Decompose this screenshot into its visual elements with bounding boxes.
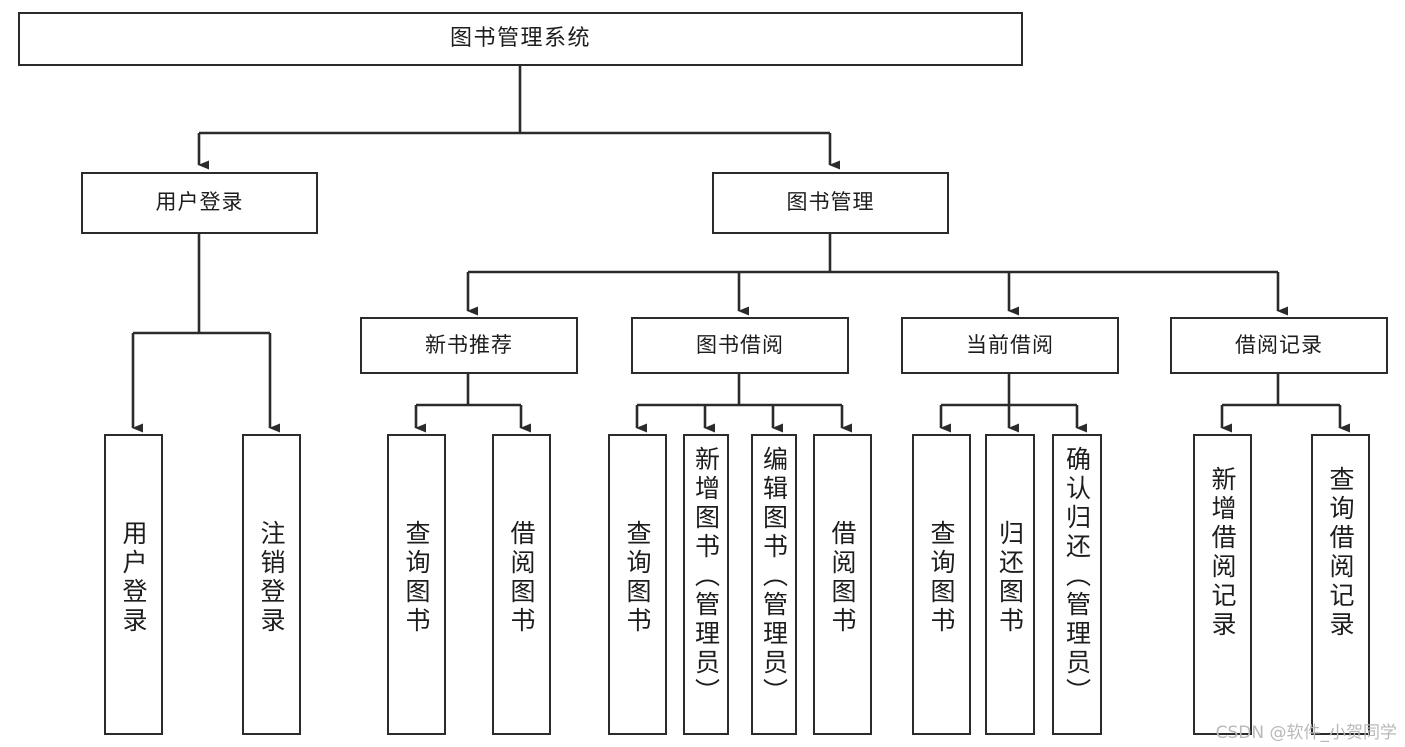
node-book-management[interactable]: 图书管理 xyxy=(712,172,949,234)
leaf-borrow-book[interactable]: 借阅图书 xyxy=(813,434,872,735)
node-label: 确认归还（管理员） xyxy=(1062,446,1092,707)
node-label: 查询图书 xyxy=(927,520,956,636)
node-label: 借阅记录 xyxy=(1235,332,1323,357)
leaf-add-borrow-record[interactable]: 新增借阅记录 xyxy=(1193,434,1252,735)
node-user-login[interactable]: 用户登录 xyxy=(81,172,318,234)
leaf-confirm-return-admin[interactable]: 确认归还（管理员） xyxy=(1052,434,1102,735)
node-label: 注销登录 xyxy=(257,520,286,636)
leaf-return-book[interactable]: 归还图书 xyxy=(985,434,1035,735)
leaf-query-book-recommend[interactable]: 查询图书 xyxy=(387,434,446,735)
node-label: 查询图书 xyxy=(623,520,652,636)
node-label: 编辑图书（管理员） xyxy=(759,446,789,707)
leaf-query-borrow-record[interactable]: 查询借阅记录 xyxy=(1311,434,1370,735)
node-label: 图书借阅 xyxy=(696,332,784,357)
node-borrow-record[interactable]: 借阅记录 xyxy=(1170,317,1388,374)
node-label: 查询图书 xyxy=(402,520,431,636)
node-label: 新增图书（管理员） xyxy=(691,446,721,707)
node-label: 新增借阅记录 xyxy=(1208,466,1237,640)
node-label: 图书管理系统 xyxy=(449,25,591,51)
node-label: 借阅图书 xyxy=(828,520,857,636)
leaf-edit-book-admin[interactable]: 编辑图书（管理员） xyxy=(751,434,797,735)
csdn-watermark: CSDN @软件_小贺同学 xyxy=(1215,723,1397,743)
node-new-book-recommend[interactable]: 新书推荐 xyxy=(360,317,578,374)
node-label: 当前借阅 xyxy=(966,332,1054,357)
node-label: 新书推荐 xyxy=(425,332,513,357)
node-current-borrow[interactable]: 当前借阅 xyxy=(901,317,1119,374)
node-label: 归还图书 xyxy=(995,520,1025,636)
node-root-book-management-system[interactable]: 图书管理系统 xyxy=(18,12,1023,66)
leaf-add-book-admin[interactable]: 新增图书（管理员） xyxy=(683,434,729,735)
leaf-user-login[interactable]: 用户登录 xyxy=(104,434,163,735)
node-label: 用户登录 xyxy=(119,520,148,636)
node-book-borrow[interactable]: 图书借阅 xyxy=(631,317,849,374)
node-label: 用户登录 xyxy=(155,190,244,215)
leaf-borrow-book-recommend[interactable]: 借阅图书 xyxy=(492,434,551,735)
leaf-query-book-borrow[interactable]: 查询图书 xyxy=(608,434,667,735)
node-label: 图书管理 xyxy=(786,190,875,215)
leaf-logout[interactable]: 注销登录 xyxy=(242,434,301,735)
node-label: 查询借阅记录 xyxy=(1326,466,1355,640)
leaf-query-book-current[interactable]: 查询图书 xyxy=(912,434,971,735)
node-label: 借阅图书 xyxy=(507,520,536,636)
